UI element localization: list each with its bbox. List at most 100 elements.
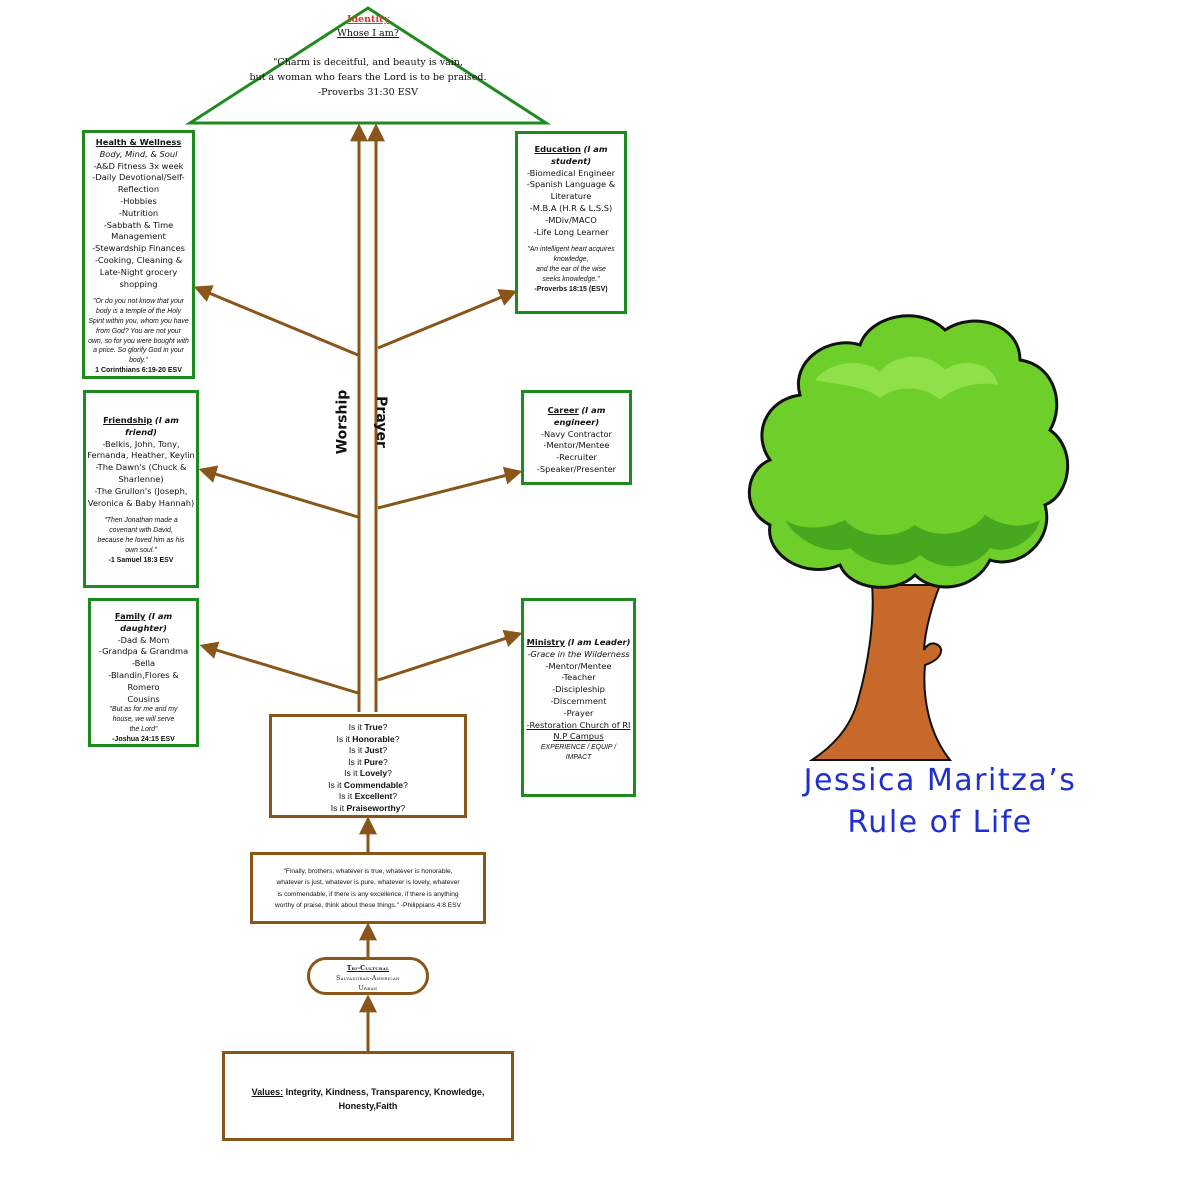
culture-line2: Salvadoran-American (336, 975, 400, 982)
question-item: Is it Honorable? (336, 733, 400, 744)
education-item: -MDiv/MACO (545, 214, 597, 225)
question-item: Is it Excellent? (338, 791, 398, 801)
friendship-quote-line: covenant with David, (109, 527, 173, 535)
identity-verse-line2: but a woman who fears the Lord is to be … (249, 72, 487, 83)
education-item: -Spanish Language & (526, 179, 616, 190)
tree-trunk (808, 584, 953, 761)
family-item: -Dad & Mom (117, 634, 170, 645)
career-item: -Recruiter (556, 452, 597, 463)
education-item: -M.B.A (H.R & L.S.S) (529, 202, 613, 213)
ministry-items: -Mentor/Mentee-Teacher-Discipleship-Disc… (524, 661, 633, 720)
family-title: Family (114, 611, 146, 621)
friendship-item: -Belkis, John, Tony, (102, 438, 180, 449)
health-wellness-box: Health & Wellness Body, Mind, & Soul -A&… (82, 130, 195, 379)
branch-arrow-health (193, 285, 359, 357)
education-item: -Life Long Learner (533, 226, 609, 237)
friendship-box: Friendship (I am friend) -Belkis, John, … (83, 390, 199, 588)
identity-roof: Identity Whose I am? "Charm is deceitful… (190, 14, 546, 100)
family-box: Family (I am daughter) -Dad & Mom-Grandp… (88, 598, 199, 747)
education-ref: -Proverbs 18:15 (ESV) (534, 285, 608, 293)
question-item: Is it Praiseworthy? (330, 802, 406, 813)
friendship-ref: -1 Samuel 18:3 ESV (108, 556, 174, 564)
friendship-heading: Friendship (I am friend) (86, 415, 196, 439)
health-item: -Daily Devotional/Self- (92, 172, 185, 183)
education-quote-line: seeks knowledge." (542, 275, 600, 283)
tree-canopy-shade (785, 515, 1040, 567)
family-quote-line: house, we will serve (112, 716, 175, 724)
friendship-quote-line: own soul." (125, 546, 157, 554)
career-role-line2: engineer) (553, 416, 600, 427)
education-quote-line: and the ear of the wise (536, 265, 606, 273)
education-heading: Education (I am (518, 144, 624, 156)
ministry-item: -Prayer (563, 707, 594, 718)
branch-arrow-ministry (377, 629, 523, 682)
values-label: Values: (251, 1087, 284, 1097)
health-items: -A&D Fitness 3x week-Daily Devotional/Se… (85, 161, 192, 291)
philippians-line: whatever is just, whatever is pure, what… (276, 879, 460, 887)
questions-box: Is it True?Is it Honorable?Is it Just?Is… (269, 714, 467, 818)
ministry-item: -Teacher (561, 672, 596, 683)
career-item: -Navy Contractor (541, 428, 612, 439)
heading-line2: Rule of Life (847, 805, 1033, 840)
education-role-line2: student) (550, 155, 592, 166)
health-item: -Sabbath & Time (103, 219, 174, 230)
ministry-item: -Discernment (550, 695, 607, 706)
family-item: -Blandin,Flores & Romero (108, 669, 179, 692)
health-quote-line: a price. So glorify God in your (93, 347, 184, 355)
education-items: -Biomedical Engineer-Spanish Language &L… (518, 168, 624, 239)
ministry-title: Ministry (526, 637, 565, 647)
family-role-line2: daughter) (120, 622, 167, 633)
career-item: -Mentor/Mentee (543, 440, 610, 451)
culture-line1: Tri-Cultural (346, 965, 390, 972)
question-item: Is it Pure? (348, 756, 388, 767)
education-item: -Biomedical Engineer (526, 167, 616, 178)
philippians-box: "Finally, brothers, whatever is true, wh… (250, 852, 486, 924)
career-heading: Career (I am (524, 405, 629, 417)
tree-canopy-highlight (815, 356, 998, 400)
branch-arrow-career (377, 466, 523, 510)
health-item: -Hobbies (120, 195, 157, 206)
ministry-heading: Ministry (I am Leader) (524, 637, 633, 649)
identity-verse-ref: -Proverbs 31:30 ESV (317, 87, 419, 98)
health-item: Reflection (117, 184, 160, 195)
identity-verse-line1: "Charm is deceitful, and beauty is vain, (273, 57, 463, 68)
health-quote-line: Spirit within you, whom you have (88, 317, 189, 325)
philippians-line: is commendable, if there is any excellen… (277, 890, 459, 898)
ministry-item: -Mentor/Mentee (545, 660, 612, 671)
friendship-quote-line: because he loved him as his (97, 536, 185, 544)
question-item: Is it Commendable? (328, 779, 408, 790)
question-item: Is it Just? (348, 745, 388, 755)
question-item: Is it True? (348, 722, 388, 732)
health-title: Health & Wellness (95, 137, 182, 147)
values-box: Values: Integrity, Kindness, Transparenc… (222, 1051, 514, 1141)
health-item: Management (111, 231, 166, 242)
health-quote-line: own, so for you were bought with (88, 337, 189, 345)
values-line1: Integrity, Kindness, Transparency, Knowl… (283, 1087, 485, 1097)
branch-arrow-friendship (198, 465, 359, 519)
family-quote-line: "But as for me and my (109, 706, 178, 714)
career-title: Career (547, 405, 579, 415)
health-item: -Stewardship Finances (92, 243, 185, 254)
culture-line3: Urban (358, 985, 378, 992)
family-quote-line: the Lord" (129, 725, 158, 733)
heading-line1: Jessica Maritza’s (803, 763, 1077, 798)
friendship-quote-line: "Then Jonathan made a (104, 517, 178, 525)
values-line2: Honesty,Faith (338, 1101, 398, 1111)
friendship-title: Friendship (103, 415, 153, 425)
ministry-footer-line2: IMPACT (565, 753, 592, 761)
health-item: shopping (119, 278, 158, 289)
family-items: -Dad & Mom-Grandpa & Grandma-Bella-Bland… (91, 635, 196, 706)
ministry-church-line2: N.P Campus (553, 731, 604, 742)
friendship-items: -Belkis, John, Tony,Fernanda, Heather, K… (86, 439, 196, 510)
philippians-line: worthy of praise, think about these thin… (275, 901, 461, 909)
career-items: -Navy Contractor-Mentor/Mentee-Recruiter… (524, 429, 629, 476)
health-quote-line: from God? You are not your (96, 327, 181, 335)
friendship-item: Veronica & Baby Hannah) (87, 497, 195, 508)
family-heading: Family (I am (91, 611, 196, 623)
family-quote: "But as for me and my house, we will serv… (91, 705, 196, 734)
friendship-item: Sharlenne) (118, 473, 164, 484)
ministry-footer-line1: EXPERIENCE / EQUIP / (540, 744, 617, 752)
education-quote-line: "An intelligent heart acquires (527, 246, 615, 254)
